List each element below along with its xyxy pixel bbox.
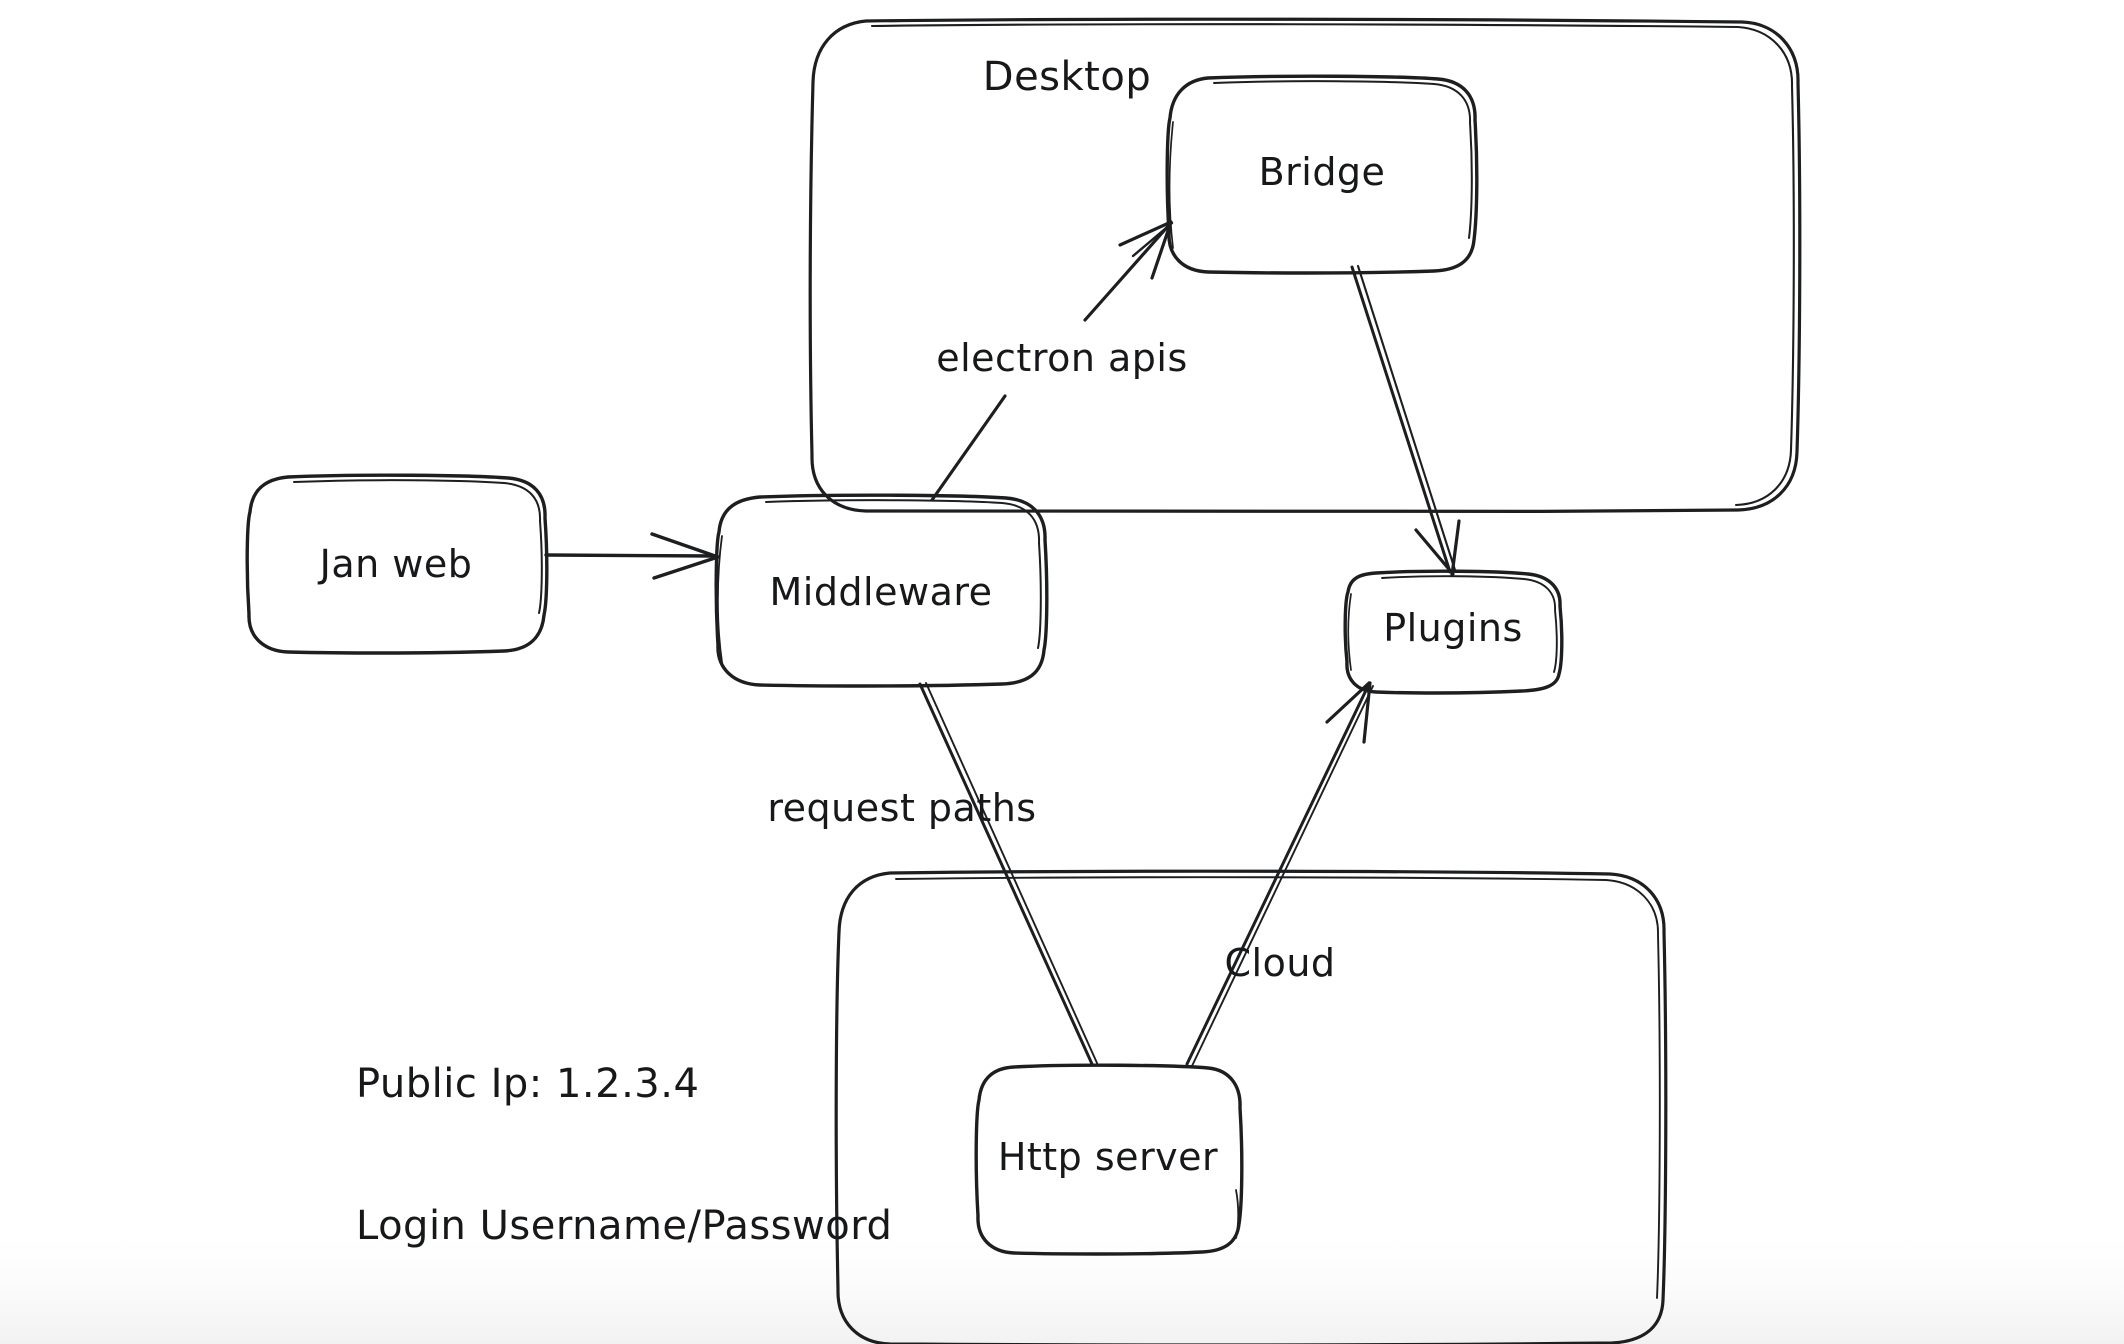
- node-label-jan-web: Jan web: [319, 542, 473, 586]
- edge-label-cloud: Cloud: [1224, 941, 1336, 985]
- edge-middleware-to-http-server: [918, 682, 1098, 1066]
- node-jan-web[interactable]: [245, 473, 549, 655]
- group-label-desktop: Desktop: [982, 54, 1152, 100]
- edge-label-electron-apis: electron apis: [936, 336, 1188, 380]
- connection-note-line-2: Login Username/Password: [356, 1202, 893, 1249]
- connection-note: Public Ip: 1.2.3.4 Login Username/Passwo…: [356, 967, 892, 1344]
- connection-note-line-1: Public Ip: 1.2.3.4: [356, 1061, 700, 1108]
- node-label-bridge: Bridge: [1258, 150, 1386, 194]
- edge-bridge-to-plugins: [1350, 264, 1461, 577]
- edge-http-server-to-plugins: [1185, 681, 1374, 1067]
- node-label-http-server: Http server: [997, 1135, 1219, 1179]
- node-bridge[interactable]: [1165, 74, 1479, 275]
- edge-label-request-paths: request paths: [767, 786, 1037, 830]
- group-desktop: [808, 17, 1802, 514]
- edge-middleware-to-bridge: [930, 220, 1174, 502]
- node-middleware[interactable]: [714, 493, 1049, 688]
- node-plugins[interactable]: [1343, 569, 1564, 695]
- node-label-middleware: Middleware: [769, 570, 993, 614]
- edge-jan-web-to-middleware: [544, 532, 720, 580]
- node-http-server[interactable]: [974, 1063, 1244, 1256]
- group-cloud: [834, 869, 1668, 1344]
- node-label-plugins: Plugins: [1383, 606, 1523, 650]
